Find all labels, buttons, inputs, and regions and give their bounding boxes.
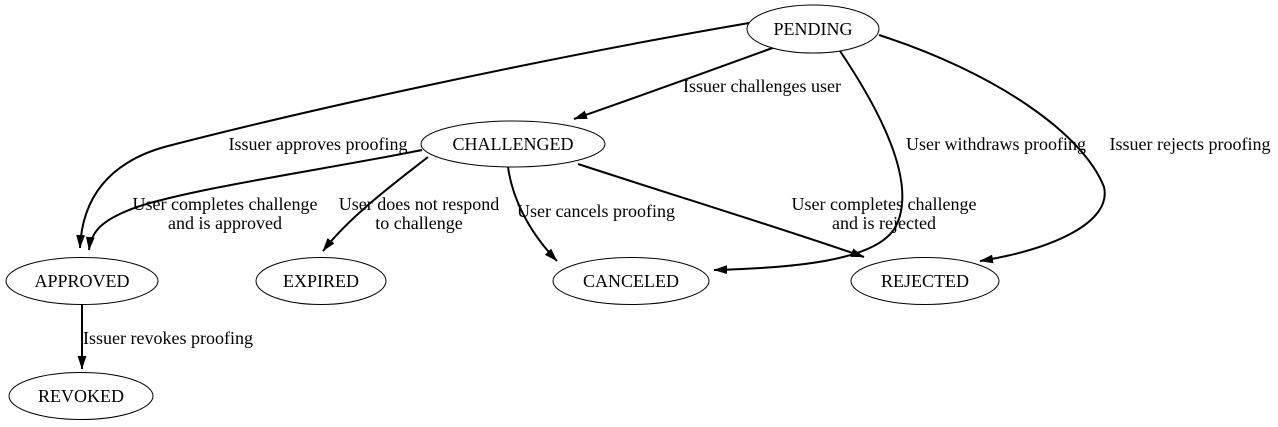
nodes-layer: PENDING CHALLENGED APPROVED EXPIRED CANC… (5, 4, 1000, 420)
edge-line (507, 166, 558, 262)
node-label: REJECTED (881, 271, 969, 291)
node-challenged: CHALLENGED (420, 120, 606, 168)
edge-label: User completes challenge (133, 194, 318, 214)
edge-label: User does not respond (339, 194, 499, 214)
node-ellipse (420, 120, 606, 168)
edge-pending-canceled: User withdraws proofing (713, 50, 1086, 275)
edges-layer: Issuer challenges user Issuer approves p… (76, 22, 1271, 370)
edge-line (573, 45, 779, 120)
edge-label: and is rejected (832, 213, 936, 233)
edge-line (76, 22, 750, 249)
edge-label: to challenge (375, 213, 462, 233)
node-label: CANCELED (583, 271, 679, 291)
edge-challenged-canceled: User cancels proofing (507, 166, 675, 262)
node-ellipse (5, 257, 159, 305)
node-ellipse (850, 257, 1000, 305)
edge-label: User cancels proofing (517, 201, 675, 221)
edge-label: Issuer approves proofing (229, 134, 408, 154)
node-pending: PENDING (746, 4, 880, 54)
edge-challenged-expired: User does not respond to challenge (322, 156, 499, 252)
node-ellipse (8, 372, 154, 420)
node-label: CHALLENGED (453, 134, 574, 154)
edge-line (577, 163, 865, 258)
node-ellipse (746, 4, 880, 54)
node-label: PENDING (774, 19, 853, 39)
node-canceled: CANCELED (552, 257, 710, 305)
edge-label: Issuer rejects proofing (1110, 134, 1271, 154)
node-label: EXPIRED (283, 271, 359, 291)
node-label: REVOKED (38, 386, 124, 406)
edge-challenged-approved: User completes challenge and is approved (85, 149, 423, 251)
edge-label: and is approved (168, 213, 282, 233)
node-label: APPROVED (34, 271, 129, 291)
node-ellipse (552, 257, 710, 305)
edge-label: User withdraws proofing (906, 134, 1086, 154)
node-ellipse (255, 257, 387, 305)
edge-label: User completes challenge (792, 194, 977, 214)
node-approved: APPROVED (5, 257, 159, 305)
edge-line (878, 34, 1106, 264)
edge-label: Issuer revokes proofing (83, 328, 253, 348)
edge-pending-approved: Issuer approves proofing (76, 22, 750, 249)
edge-pending-challenged: Issuer challenges user (573, 45, 841, 120)
edge-label: Issuer challenges user (683, 76, 841, 96)
node-revoked: REVOKED (8, 372, 154, 420)
edge-challenged-rejected: User completes challenge and is rejected (577, 163, 977, 258)
node-expired: EXPIRED (255, 257, 387, 305)
edge-line (85, 149, 423, 251)
edge-pending-rejected: Issuer rejects proofing (878, 34, 1271, 264)
edge-approved-revoked: Issuer revokes proofing (77, 305, 253, 370)
edge-line (322, 156, 429, 252)
edge-line (713, 50, 904, 275)
node-rejected: REJECTED (850, 257, 1000, 305)
